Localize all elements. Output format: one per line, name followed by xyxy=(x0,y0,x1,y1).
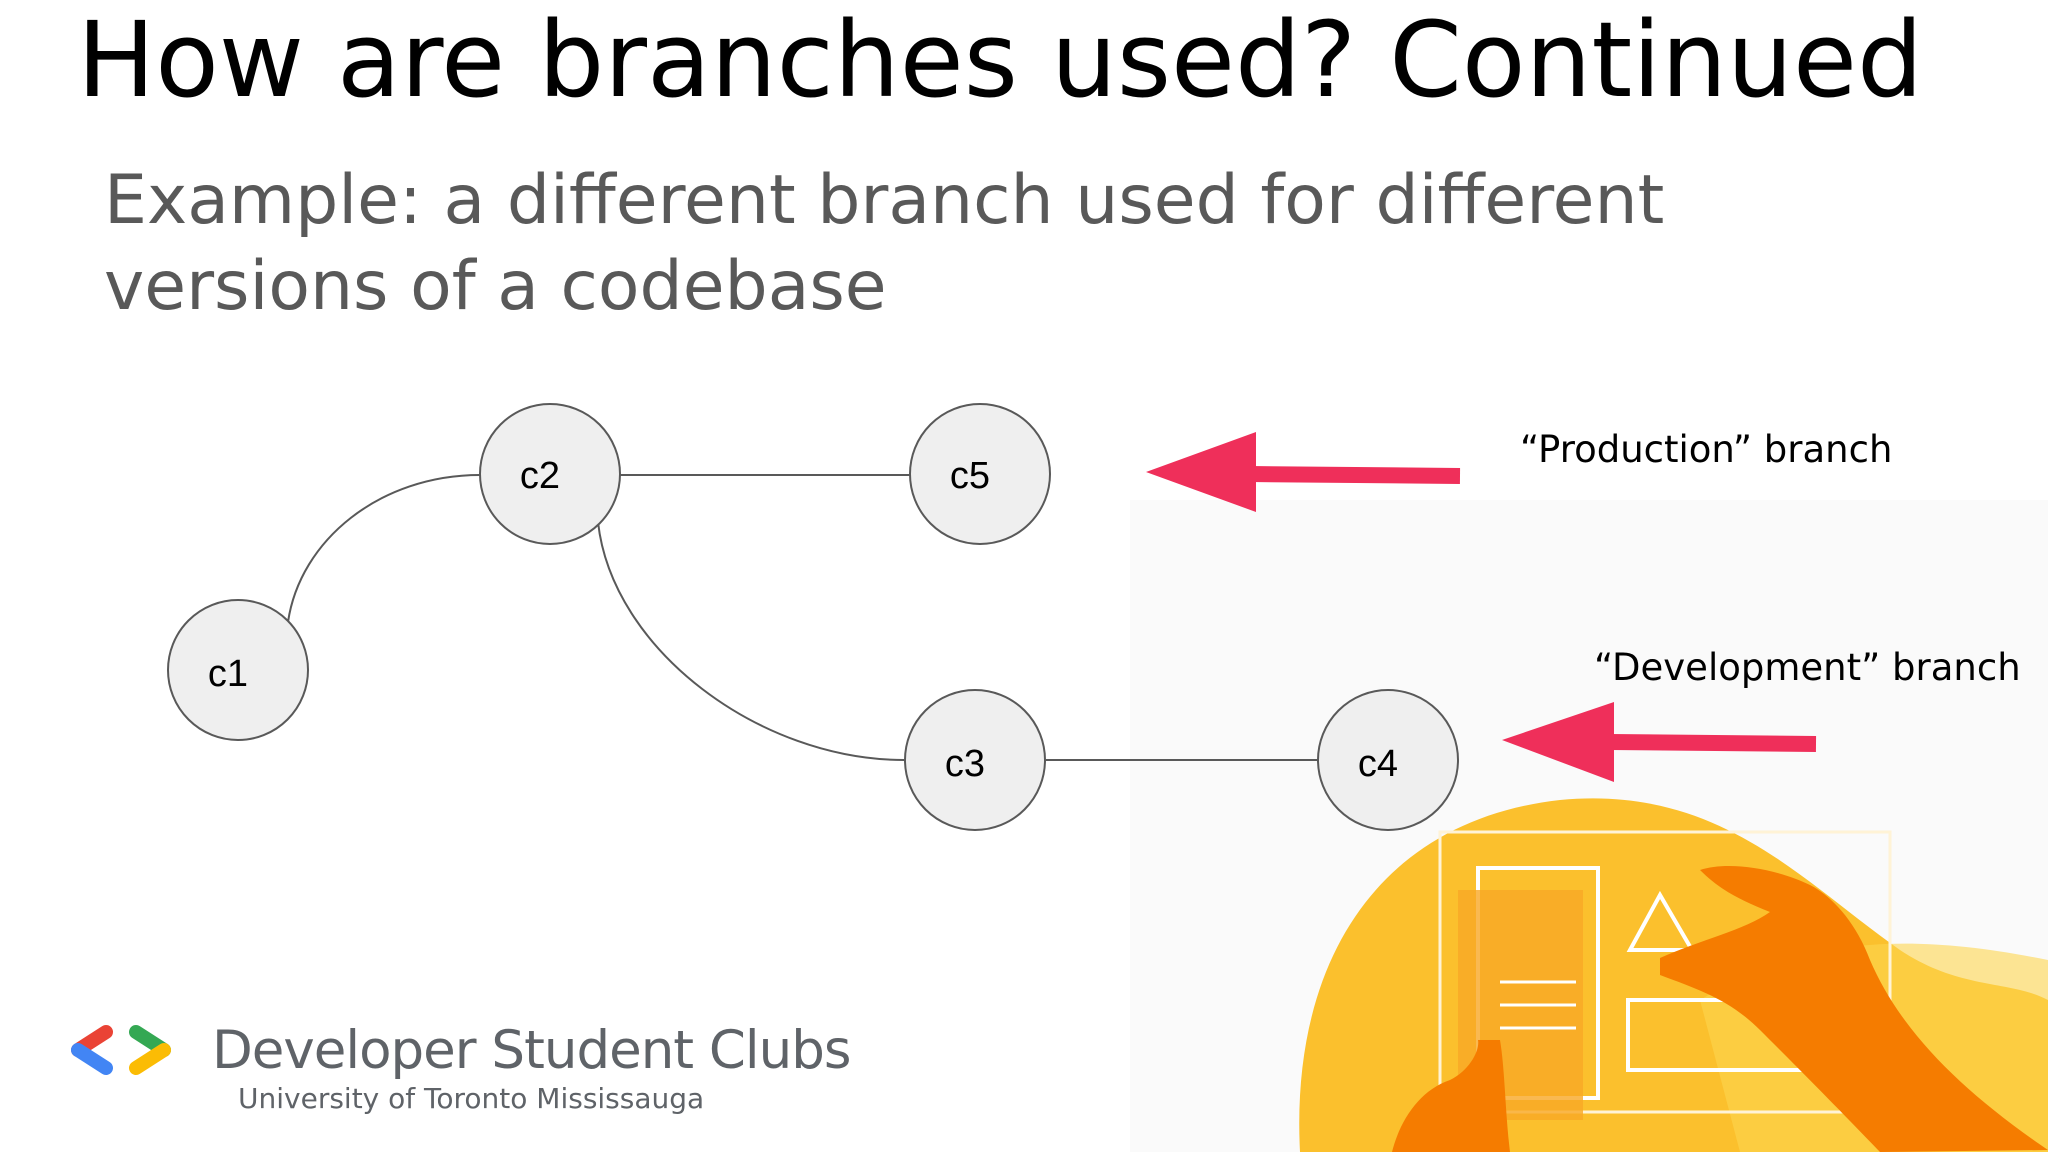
production-arrow xyxy=(1146,432,1461,512)
hand-right-icon xyxy=(1660,865,2048,1152)
dsc-logo-icon xyxy=(71,1025,171,1075)
slide-title: How are branches used? Continued xyxy=(77,0,1923,121)
edge-c1-c2 xyxy=(287,474,481,623)
logo-title: Developer Student Clubs xyxy=(212,1020,851,1081)
edges xyxy=(287,474,1318,761)
hand-left-icon xyxy=(1392,1040,1510,1152)
slide-subtitle: Example: a different branch used for dif… xyxy=(104,161,1665,326)
commit-node-c1: c1 xyxy=(167,599,309,741)
node-label-c1: c1 xyxy=(208,653,248,695)
commit-node-c2: c2 xyxy=(479,403,621,545)
commit-node-c3: c3 xyxy=(904,689,1046,831)
node-label-c5: c5 xyxy=(950,455,990,497)
production-branch-label: “Production” branch xyxy=(1520,428,1892,471)
commit-node-c5: c5 xyxy=(909,403,1051,545)
node-label-c2: c2 xyxy=(520,455,560,497)
frame-outline xyxy=(1438,830,1892,1114)
dsc-logo: Developer Student Clubs University of To… xyxy=(66,1010,1066,1150)
development-arrow xyxy=(1502,702,1817,782)
development-branch-label: “Development” branch xyxy=(1594,646,2021,689)
triangle-icon xyxy=(1626,890,1696,952)
edge-c2-c3 xyxy=(597,521,905,761)
node-label-c4: c4 xyxy=(1358,743,1398,785)
commit-node-c4: c4 xyxy=(1317,689,1459,831)
logo-subtitle: University of Toronto Mississauga xyxy=(238,1082,705,1115)
node-label-c3: c3 xyxy=(945,743,985,785)
